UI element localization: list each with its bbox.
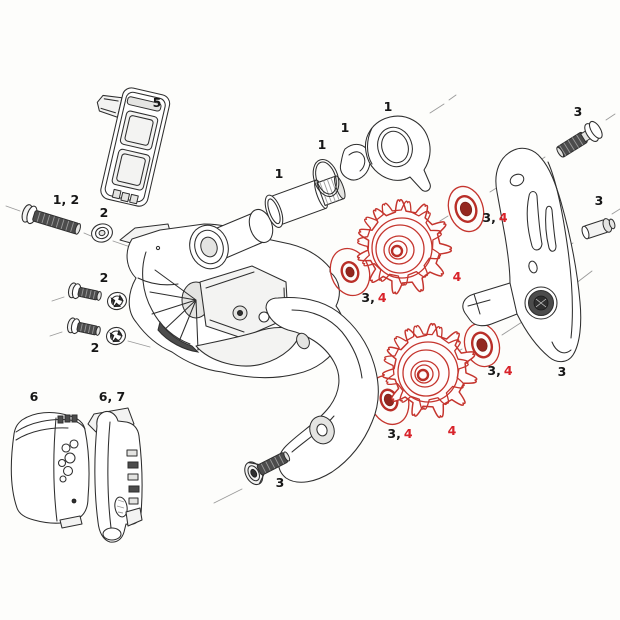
callout-labels: 5 1, 2 2 1 1 1 1 3 3 2 2 6 6, 7 3 3 4 4 … [30, 95, 604, 490]
cage-pin-3 [581, 218, 616, 240]
label-1-bolt: 1 [275, 166, 284, 181]
inner-cage-plate [265, 297, 379, 483]
label-1-washer-plate: 1 [384, 99, 393, 114]
label-5: 5 [153, 95, 162, 110]
slotted-nut-2-lower [106, 326, 126, 346]
limit-screw-2-lower [66, 317, 101, 336]
flange-nut-2 [91, 223, 113, 243]
label-6-battery: 6 [30, 389, 39, 404]
slotted-nut-2-upper [107, 291, 127, 311]
label-3-4-washer-a: 3,4 [361, 290, 386, 305]
o-ring-1 [312, 159, 340, 197]
lower-jockey-pulley-4 [381, 322, 478, 419]
label-3-bolt-bottom: 3 [276, 475, 285, 490]
upper-jockey-pulley-4 [356, 198, 453, 295]
label-3-4-washer-c: 3,4 [387, 426, 412, 441]
label-3-bolt-top: 3 [574, 104, 583, 119]
label-2-screw-upper: 2 [100, 270, 109, 285]
pulley-washer-3-4-b [447, 185, 485, 233]
label-3-pin: 3 [595, 193, 604, 208]
label-3-4-washer-b: 3,4 [482, 210, 507, 225]
label-4-lower-pulley: 4 [448, 423, 457, 438]
clip-spacer-1 [339, 143, 371, 181]
battery-mount-plate [96, 87, 171, 207]
battery-cover-6-7 [87, 407, 143, 543]
battery-6 [10, 411, 90, 529]
derailleur-body [119, 208, 345, 379]
label-1-clip: 1 [341, 120, 350, 135]
label-1-oring: 1 [318, 137, 327, 152]
washer-plate-1 [364, 115, 431, 192]
b-bolt-1 [264, 175, 346, 228]
label-3-4-washer-d: 3,4 [487, 363, 512, 378]
mount-bolt-1-2 [21, 204, 81, 235]
label-6-7-cover: 6, 7 [99, 389, 126, 404]
label-1-2: 1, 2 [53, 192, 80, 207]
pivot-cylinder [189, 208, 274, 270]
cage-bolt-3-bottom [244, 451, 291, 486]
label-3-cage: 3 [558, 364, 567, 379]
label-2-screw-lower: 2 [91, 340, 100, 355]
label-4-upper-pulley: 4 [453, 269, 462, 284]
label-2-nut: 2 [100, 205, 109, 220]
limit-screw-2-upper [67, 282, 102, 301]
outer-cage-plate [462, 147, 582, 363]
cage-bolt-3-top [556, 120, 603, 158]
